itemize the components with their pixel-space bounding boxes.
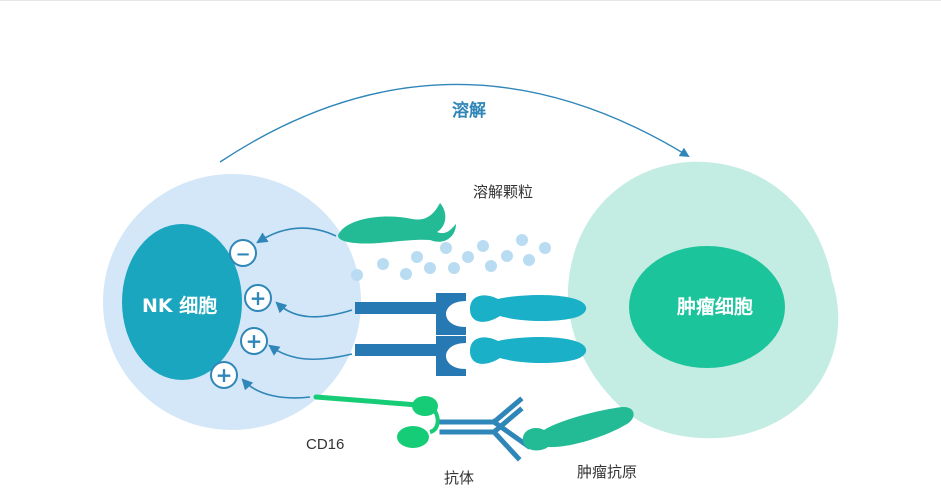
granule — [477, 240, 489, 252]
activating-receptor-2 — [355, 336, 466, 376]
svg-text:+: + — [246, 329, 263, 353]
granule — [377, 258, 389, 270]
tumor-antigen-label: 肿瘤抗原 — [577, 463, 638, 481]
lysis-label: 溶解 — [452, 101, 486, 121]
lytic-granules — [351, 234, 551, 281]
minus-circle-icon: − — [229, 239, 257, 267]
granule — [523, 254, 535, 266]
inhibitory-signal-arrow — [256, 227, 337, 244]
cd16-label: CD16 — [306, 436, 345, 453]
lysis-arrow — [219, 83, 690, 163]
nk-cell-nucleus — [122, 224, 242, 380]
cd16-receptor — [313, 394, 440, 448]
activating-signal-arrow-2 — [268, 344, 353, 361]
svg-text:+: + — [216, 363, 233, 387]
granule — [485, 260, 497, 272]
inhibitory-ligand — [338, 203, 456, 244]
activating-ligand-2 — [470, 337, 587, 364]
granule — [400, 268, 412, 280]
activating-receptor-1 — [355, 293, 466, 335]
plus-circle-icon: + — [240, 327, 268, 355]
top-border — [0, 0, 941, 1]
tumor-cell-nucleus — [629, 246, 785, 368]
granule — [462, 251, 474, 263]
antibody — [439, 396, 532, 462]
granule — [411, 251, 423, 263]
svg-text:+: + — [250, 286, 267, 310]
granule — [440, 242, 452, 254]
granule — [448, 262, 460, 274]
antibody-label: 抗体 — [444, 469, 475, 487]
svg-text:−: − — [235, 244, 250, 265]
activating-signal-arrow-1 — [275, 301, 353, 318]
plus-circle-icon: + — [244, 284, 272, 312]
activating-signal-arrow-3 — [241, 378, 311, 399]
granule — [501, 250, 513, 262]
plus-circle-icon: + — [210, 361, 238, 389]
lytic-granules-label: 溶解颗粒 — [473, 183, 534, 201]
granule — [351, 269, 363, 281]
nk-cell-label: NK 细胞 — [142, 295, 218, 317]
granule — [424, 262, 436, 274]
tumor-antigen — [522, 406, 634, 451]
granule — [539, 242, 551, 254]
granule — [516, 234, 528, 246]
tumor-cell-label: 肿瘤细胞 — [677, 296, 754, 318]
activating-ligand-1 — [470, 295, 587, 322]
